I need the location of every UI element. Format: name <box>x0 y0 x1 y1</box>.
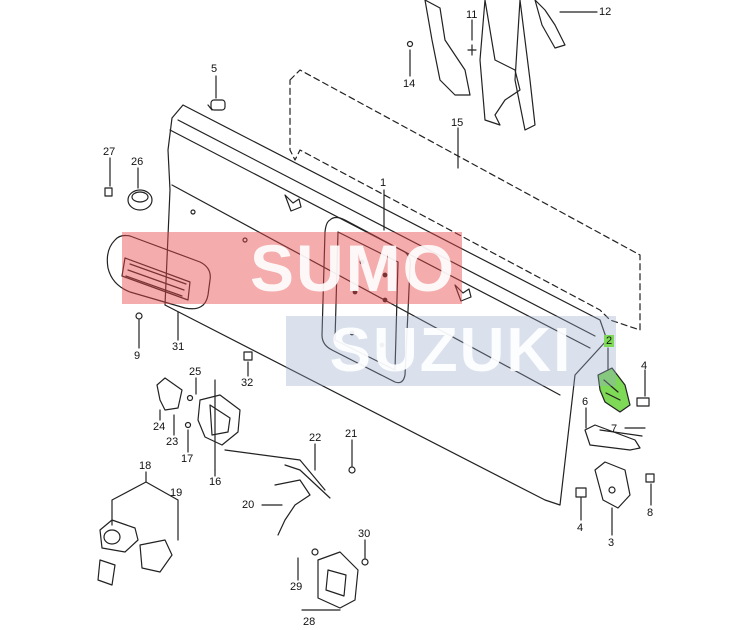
tail-garnish-31 <box>106 234 211 310</box>
hinge-right <box>534 0 566 49</box>
callout-30: 30 <box>358 528 371 540</box>
lock-bracket-2 <box>597 367 631 413</box>
callout-4b: 4 <box>577 522 584 534</box>
callout-8: 8 <box>647 507 654 519</box>
callout-28: 28 <box>303 616 316 628</box>
callout-3: 3 <box>608 537 615 549</box>
callout-5: 5 <box>211 63 218 75</box>
callout-4a: 4 <box>641 360 648 372</box>
callout-21: 21 <box>345 428 358 440</box>
callout-25: 25 <box>189 366 202 378</box>
watermark-sumo: SUMO <box>122 232 462 304</box>
lock-16 <box>197 394 241 446</box>
callout-9: 9 <box>134 350 141 362</box>
callout-11: 11 <box>466 9 478 21</box>
callout-6: 6 <box>582 396 589 408</box>
leader-18 <box>111 471 147 526</box>
callout-1: 1 <box>380 177 387 189</box>
leader-19 <box>145 481 179 541</box>
license-opening <box>321 216 412 384</box>
callout-26: 26 <box>131 156 144 168</box>
handle-20 <box>274 479 311 536</box>
hinge-left <box>424 0 471 96</box>
callout-27: 27 <box>103 146 116 158</box>
callout-7: 7 <box>611 423 618 435</box>
handle-28 <box>317 551 359 609</box>
callout-18: 18 <box>139 460 152 472</box>
tailgate-top-rail <box>177 119 596 337</box>
watermark-suzuki: SUZUKI <box>286 316 616 386</box>
callout-14: 14 <box>403 78 416 90</box>
callout-31: 31 <box>172 341 185 353</box>
callout-2: 2 <box>604 335 615 347</box>
callout-17: 17 <box>181 453 194 465</box>
callout-32: 32 <box>241 377 254 389</box>
striker-6 <box>584 424 641 451</box>
lock-24 <box>156 377 183 411</box>
striker-3 <box>594 461 631 509</box>
callout-16: 16 <box>209 476 222 488</box>
callout-12: 12 <box>599 6 612 18</box>
tailgate-panel <box>164 104 608 506</box>
callout-22: 22 <box>309 432 322 444</box>
callout-24: 24 <box>153 421 166 433</box>
callout-15: 15 <box>451 117 464 129</box>
callout-23: 23 <box>166 436 179 448</box>
bolt-5 <box>210 99 226 111</box>
key-cylinder-18 <box>99 519 139 553</box>
callout-19: 19 <box>170 487 183 499</box>
bumper-26 <box>127 189 153 211</box>
rod-22 <box>284 464 331 499</box>
hinge-center <box>479 0 521 126</box>
callout-20: 20 <box>242 499 255 511</box>
rear-panel-15 <box>289 69 641 331</box>
callout-29: 29 <box>290 581 303 593</box>
